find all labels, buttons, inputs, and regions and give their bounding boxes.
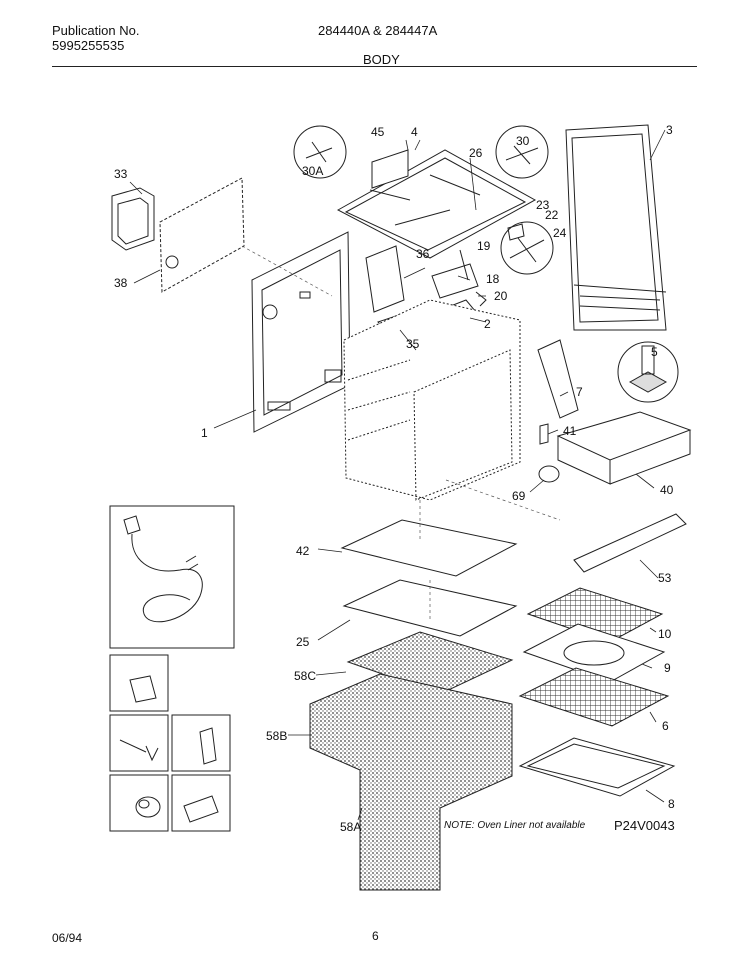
callout-2: 2	[484, 317, 491, 331]
callout-35: 35	[406, 337, 420, 351]
callout-8: 8	[668, 797, 675, 811]
part-1-side-panel	[251, 231, 351, 433]
part-36-vent-duct	[365, 245, 405, 313]
part-53-trim-strip	[573, 513, 687, 573]
figure-code: P24V0043	[614, 818, 675, 833]
callout-53: 53	[658, 571, 672, 585]
callout-36: 36	[416, 247, 430, 261]
inset-box-21-clip	[109, 654, 169, 712]
part-4-top-frame	[336, 149, 537, 259]
publication-label: Publication No.	[52, 23, 140, 38]
callout-58b: 58B	[266, 729, 287, 743]
inset-30a	[293, 125, 347, 179]
callout-58c: 58C	[294, 669, 316, 683]
part-3-door-frame	[565, 124, 667, 331]
inset-box-28-clip	[171, 774, 231, 832]
publication-number: 5995255535	[52, 38, 125, 53]
callout-5: 5	[651, 345, 658, 359]
inset-box-43-screw	[109, 714, 169, 772]
oven-body-cavity	[343, 299, 521, 501]
part-42-bottom-panel	[340, 519, 518, 577]
part-40-broiler-drawer	[556, 411, 692, 485]
callout-23: 23	[536, 198, 550, 212]
callout-42: 42	[296, 544, 310, 558]
inset-22-24	[500, 221, 554, 275]
footer-page-number: 6	[372, 929, 379, 943]
part-6-oven-rack	[518, 667, 670, 727]
model-numbers: 284440A & 284447A	[318, 23, 438, 38]
callout-69: 69	[512, 489, 526, 503]
assembly-lines	[241, 245, 561, 620]
callout-38: 38	[114, 276, 128, 290]
callout-24: 24	[553, 226, 567, 240]
part-25-heat-shield	[342, 579, 518, 637]
callout-30a: 30A	[302, 164, 323, 178]
part-33-bracket	[111, 187, 155, 251]
part-45-bracket	[371, 149, 409, 189]
callout-33: 33	[114, 167, 128, 181]
callout-3: 3	[666, 123, 673, 137]
callout-7: 7	[576, 385, 583, 399]
callout-18: 18	[486, 272, 500, 286]
part-69-grommet	[538, 465, 560, 483]
callout-58a: 58A	[340, 820, 361, 834]
part-8-oven-liner	[518, 737, 676, 797]
callout-41: 41	[563, 424, 577, 438]
callout-4: 4	[411, 125, 418, 139]
callout-22: 22	[545, 208, 559, 222]
inset-box-39-power-cord	[109, 505, 235, 649]
part-18-switch	[431, 263, 479, 299]
callout-26: 26	[469, 146, 483, 160]
header-rule	[52, 66, 697, 67]
inset-30	[495, 125, 549, 179]
callout-30: 30	[516, 134, 530, 148]
footer-date: 06/94	[52, 931, 83, 945]
section-title: BODY	[363, 52, 400, 67]
callout-25: 25	[296, 635, 310, 649]
callout-19: 19	[477, 239, 491, 253]
callout-40: 40	[660, 483, 674, 497]
callout-20: 20	[494, 289, 508, 303]
part-38-insulation-panel	[159, 177, 245, 293]
oven-liner-note: NOTE: Oven Liner not available	[444, 820, 586, 831]
callout-1: 1	[201, 426, 208, 440]
leader-lines	[129, 129, 666, 821]
part-20-screw	[475, 291, 487, 307]
callout-6: 6	[662, 719, 669, 733]
part-41-spring	[539, 423, 549, 445]
callout-45: 45	[371, 125, 385, 139]
part-58b-insulation-wrap	[309, 673, 513, 891]
part-19-wire	[459, 249, 469, 281]
callout-9: 9	[664, 661, 671, 675]
part-7-hinge	[537, 339, 579, 419]
callout-10: 10	[658, 627, 672, 641]
